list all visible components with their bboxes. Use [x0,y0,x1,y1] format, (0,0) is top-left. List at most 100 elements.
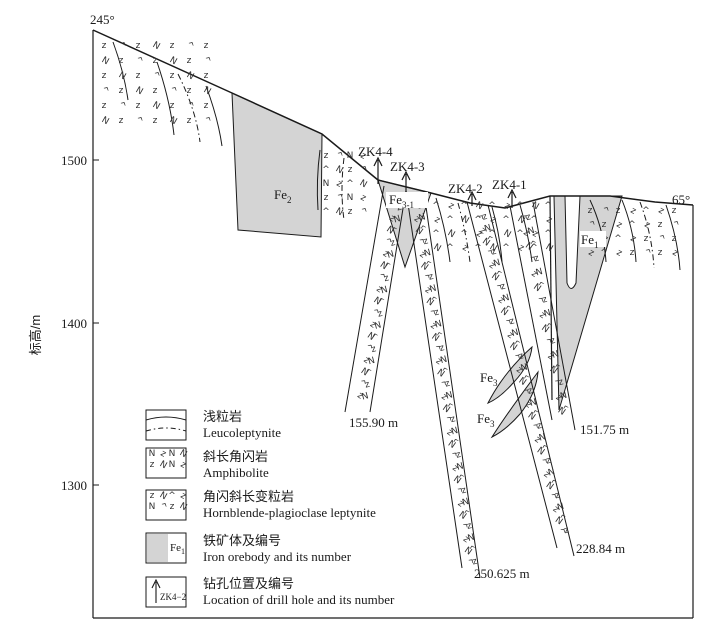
lithology-pattern-mark: z [628,206,637,217]
lithology-pattern-mark: N [185,70,196,82]
contact-line-13 [491,206,503,263]
lithology-pattern-mark: z [537,310,547,321]
lithology-pattern-mark: z [460,243,469,254]
lithology-pattern-mark: N [474,200,485,212]
orebody-label-fe3a-base: Fe [480,370,493,385]
zk4-3-trace-left [405,189,463,569]
lithology-pattern-mark: z [119,86,124,96]
lithology-pattern-mark: z [487,260,497,271]
orebody-label-fe2-sub: 2 [287,195,292,205]
lithology-pattern-mark: N [529,397,538,408]
lithology-pattern-mark: N [539,323,550,335]
lithology-pattern-mark: z [529,269,539,280]
depth-label-zk4-3: 250.625 m [474,566,530,581]
lithology-pattern-mark: z [418,250,428,261]
drill-collars [373,156,553,401]
lithology-pattern-mark: ^ [537,457,549,470]
lithology-pattern-mark: ^ [502,215,510,225]
lithology-pattern-mark: N [530,200,541,212]
lithology-pattern-mark: z [656,206,665,217]
lithology-pattern-mark: N [544,480,555,492]
orebody-label-fe3b-base: Fe [477,411,490,426]
lithology-pattern-mark: ^ [375,272,387,285]
lithology-pattern-mark: ^ [430,295,440,307]
lithology-pattern-mark: z [545,456,552,467]
lithology-pattern-mark: ^ [371,332,381,344]
lithology-pattern-mark: ^ [457,473,467,485]
lithology-pattern-mark: N [502,293,511,304]
zk4-1-trace-right [532,201,576,431]
lithology-pattern-mark: z [396,203,403,214]
lithology-pattern-mark: z [445,428,455,439]
lithology-pattern-mark: z [150,491,155,501]
lithology-pattern-mark: N [384,225,395,237]
lithology-pattern-mark: ^ [513,339,523,351]
lithology-pattern-mark: ^ [537,281,547,293]
lithology-pattern-mark: z [428,272,435,283]
legend-item-5-en: Location of drill hole and its number [203,592,395,607]
lithology-pattern-mark: N [556,502,565,513]
lithology-pattern-mark: ^ [460,229,468,239]
lithology-pattern-mark: z [481,212,488,223]
lithology-pattern-mark: N [168,55,179,67]
orebody-label-fe2-base: Fe [274,187,287,202]
lithology-pattern-mark: N [393,214,402,225]
lithology-pattern-mark: ^ [415,237,427,250]
orebody-label-fe3a: Fe3 [480,370,498,388]
legend-item-3-cn: 角闪斜长变粒岩 [203,489,294,504]
lithology-pattern-mark: ^ [544,229,552,239]
lithology-pattern-mark: z [119,56,124,66]
depth-label-zk4-1: 151.75 m [580,422,629,437]
zk4-1-trace-left [509,205,553,421]
lithology-pattern-mark: ^ [458,522,470,535]
lithology-pattern-mark: z [446,201,455,212]
lithology-pattern-mark: z [102,101,107,111]
legend-swatch-leucoleptynite [145,409,187,441]
lithology-pattern-mark: N [202,85,213,97]
lithology-pattern-mark: ^ [116,100,128,112]
lithology-pattern-mark: z [358,193,367,204]
lithology-pattern-mark: ^ [184,40,196,52]
lithology-pattern-mark: ^ [184,100,196,112]
y-axis [93,159,99,486]
lithology-pattern-mark: z [455,450,462,461]
lithology-pattern-mark: ^ [167,85,179,97]
lithology-pattern-mark: ^ [669,219,681,231]
lithology-pattern-mark: z [119,116,124,126]
lithology-pattern-mark: z [525,212,532,223]
lithology-pattern-mark: z [153,116,158,126]
contact-line-7 [589,199,607,263]
lithology-pattern-mark: z [136,41,141,51]
lithology-pattern-mark: N [483,223,492,234]
lithology-pattern-mark: N [467,533,476,544]
lithology-pattern-mark: z [412,214,422,225]
lithology-pattern-mark: z [544,215,553,226]
drill-hole-label-zk4-4: ZK4-4 [358,144,393,159]
lithology-pattern-mark: N [334,206,345,218]
lithology-pattern-mark: ^ [502,243,510,253]
lithology-pattern-mark: z [102,71,107,81]
lithology-pattern-mark: z [381,249,391,260]
lithology-pattern-mark: ^ [369,307,381,320]
lithology-pattern-mark: z [364,380,371,391]
lithology-pattern-mark: N [373,320,382,331]
zk4-4-trace-right [369,189,407,413]
lithology-pattern-mark: ^ [446,215,454,225]
lithology-pattern-mark: N [531,282,542,294]
lithology-pattern-mark: N [419,261,430,273]
lithology-pattern-mark: z [670,248,679,259]
lithology-pattern-mark: z [471,557,478,568]
lithology-pattern-mark: N [511,328,520,339]
lithology-pattern-mark: ^ [133,55,145,67]
lithology-pattern-mark: N [535,267,544,278]
lithology-pattern-mark: ^ [133,115,145,127]
lithology-pattern-mark: z [370,344,377,355]
zk4-1-collar-icon [507,188,517,208]
lithology-pattern-mark: z [551,504,561,515]
legend-swatch-amphibolite [145,447,187,479]
lithology-pattern-mark: N [440,403,451,415]
lithology-pattern-mark: ^ [516,201,524,211]
lithology-pattern-mark: z [478,226,488,237]
lithology-pattern-mark: z [433,307,440,318]
